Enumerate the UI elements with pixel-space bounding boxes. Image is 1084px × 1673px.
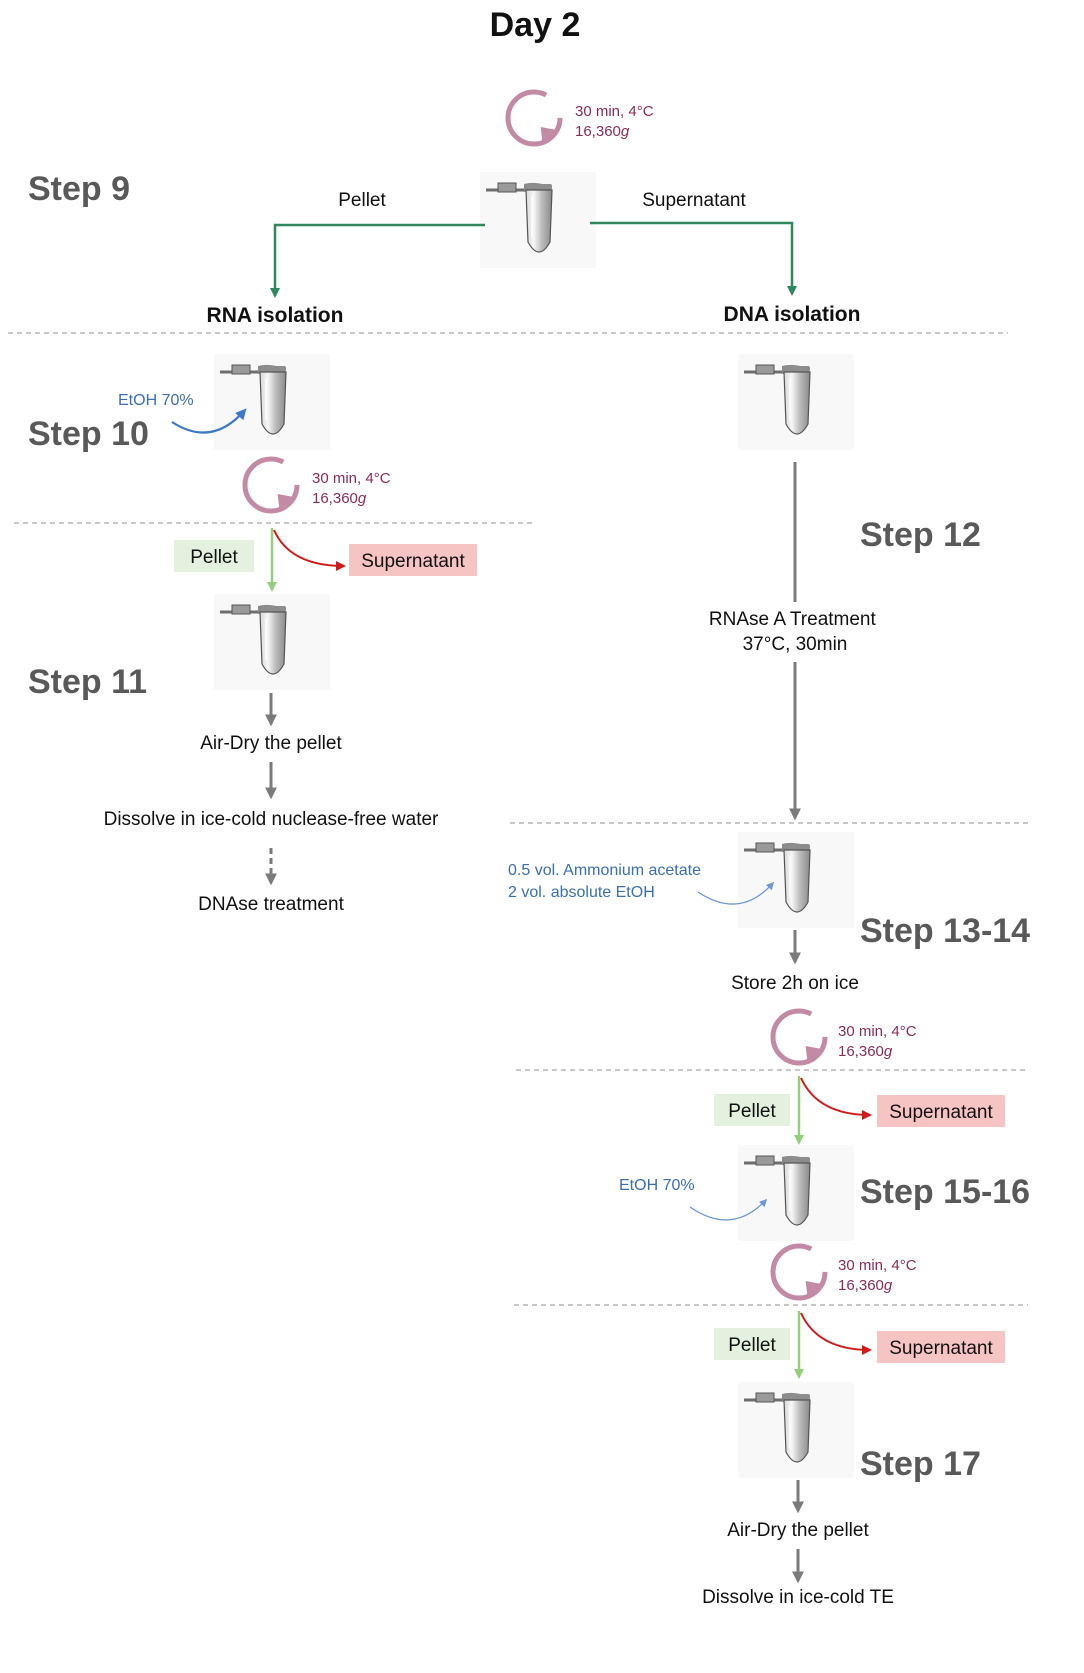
- rna-airdry-label: Air-Dry the pellet: [200, 733, 342, 754]
- spin-conditions: 30 min, 4°C 16,360g: [575, 103, 658, 140]
- step-10-label: Step 10: [28, 415, 149, 453]
- branch-pellet-label: Pellet: [338, 190, 386, 211]
- step-11-label: Step 11: [28, 663, 147, 701]
- spin-conditions: 30 min, 4°C 16,360g: [838, 1023, 921, 1060]
- spin-conditions: 30 min, 4°C 16,360g: [312, 470, 395, 507]
- add-reagent-arrow: [171, 408, 247, 434]
- supernatant-box: [349, 544, 477, 576]
- microtube-icon: [212, 592, 332, 692]
- microtube-icon: [478, 170, 598, 270]
- rna-supernatant-label: Supernatant: [361, 551, 465, 572]
- dna-branch-arrow: [590, 221, 797, 296]
- add-reagent-arrow: [689, 1198, 768, 1221]
- add-reagent-arrow: [697, 881, 775, 905]
- dna-pellet-1-label: Pellet: [728, 1101, 776, 1122]
- dna-store-label: Store 2h on ice: [731, 973, 859, 994]
- step-13-14-label: Step 13-14: [860, 912, 1030, 950]
- dna-isolation-heading: DNA isolation: [724, 303, 861, 326]
- dna-supernatant-2-label: Supernatant: [889, 1338, 993, 1359]
- discard-arrow: [800, 1077, 872, 1120]
- rna-pellet-label: Pellet: [190, 547, 238, 568]
- microtube-icon: [736, 830, 856, 930]
- pellet-box: [174, 540, 254, 572]
- diagram-title: Day 2: [490, 6, 581, 44]
- microtube-icon: [736, 352, 856, 452]
- pellet-box: [714, 1328, 790, 1360]
- rna-branch-arrow: [270, 223, 485, 298]
- discard-arrow: [273, 529, 346, 571]
- rna-isolation-heading: RNA isolation: [207, 304, 344, 327]
- centrifuge-spin-icon: [773, 1246, 825, 1298]
- supernatant-box: [877, 1095, 1005, 1127]
- step-17-label: Step 17: [860, 1445, 981, 1483]
- dna-rnase-label: RNAse A Treatment 37°C, 30min: [709, 609, 881, 655]
- dna-airdry-label: Air-Dry the pellet: [727, 1520, 869, 1541]
- rna-dnase-label: DNAse treatment: [198, 894, 344, 915]
- microtube-icon: [212, 352, 332, 452]
- dna-etoh-label: EtOH 70%: [619, 1177, 695, 1194]
- discard-arrow: [800, 1312, 872, 1355]
- branch-supernatant-label: Supernatant: [642, 190, 746, 211]
- step-12-label: Step 12: [860, 516, 981, 554]
- microtube-icon: [736, 1380, 856, 1480]
- step-15-16-label: Step 15-16: [860, 1173, 1030, 1211]
- rna-dissolve-label: Dissolve in ice-cold nuclease-free water: [104, 809, 439, 830]
- centrifuge-spin-icon: [773, 1011, 825, 1063]
- dna-pellet-2-label: Pellet: [728, 1335, 776, 1356]
- step-9-label: Step 9: [28, 170, 130, 208]
- supernatant-box: [877, 1331, 1005, 1363]
- spin-conditions: 30 min, 4°C 16,360g: [838, 1257, 921, 1294]
- microtube-icon: [736, 1143, 856, 1243]
- centrifuge-spin-icon: [245, 459, 297, 511]
- dna-dissolve-label: Dissolve in ice-cold TE: [702, 1587, 894, 1608]
- centrifuge-spin-icon: [508, 92, 560, 144]
- rna-etoh-label: EtOH 70%: [118, 392, 194, 409]
- dna-reagent-label: 0.5 vol. Ammonium acetate 2 vol. absolut…: [508, 862, 705, 901]
- pellet-box: [714, 1094, 790, 1126]
- dna-supernatant-1-label: Supernatant: [889, 1102, 993, 1123]
